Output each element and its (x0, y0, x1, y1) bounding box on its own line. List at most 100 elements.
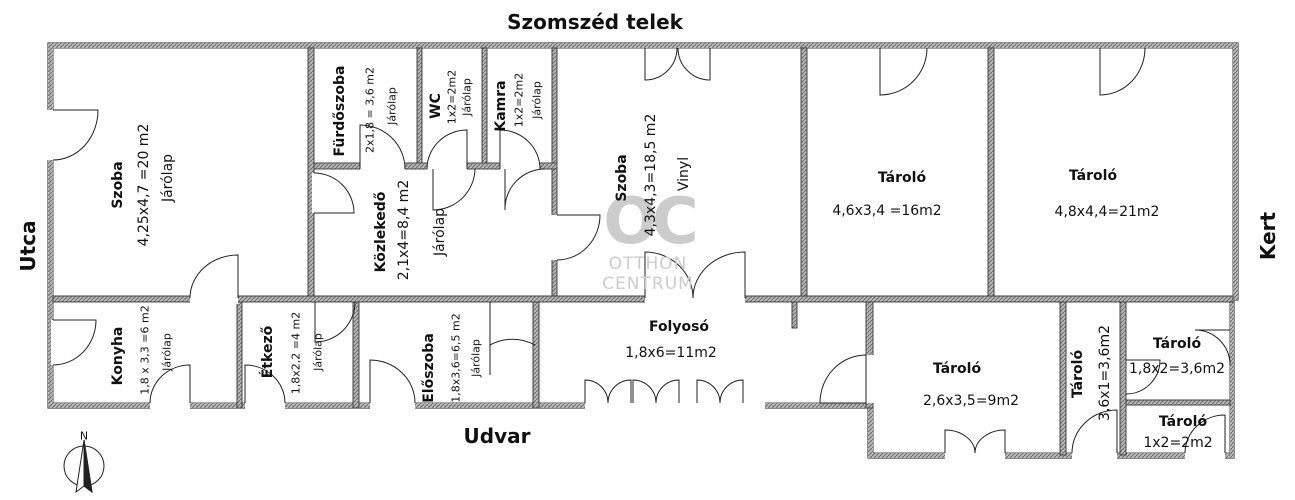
door-swing (1099, 47, 1146, 96)
room-furdo-name: Fürdőszoba (332, 65, 348, 157)
room-tarolo4-name: Tároló (1070, 349, 1086, 399)
room-kamra-dim: 1x2=2m2 (512, 72, 526, 128)
wall-wc-right (481, 47, 488, 167)
room-szoba1-mat: Járólap (160, 153, 176, 203)
room-szoba1-name: Szoba (110, 161, 126, 209)
door-swing (719, 379, 744, 404)
room-szoba2-dim: 4,3x4,3=18,5 m2 (643, 113, 659, 237)
watermark-mark: OC (603, 185, 698, 259)
room-eloszoba-name: Előszoba (421, 333, 437, 403)
door-swing (1194, 329, 1231, 366)
door-swing (1071, 409, 1118, 454)
label-left: Utca (16, 220, 40, 272)
room-tarolo4-dim: 3,6x1=3,6m2 (1097, 325, 1113, 421)
door-swing (819, 354, 867, 404)
label-bottom: Udvar (463, 424, 531, 448)
room-wc-name: WC (428, 93, 444, 119)
door-swing (432, 168, 476, 211)
watermark-line1: OTTHON (608, 254, 688, 274)
room-tarolo5-dim: 1,8x2=3,6m2 (1129, 361, 1225, 377)
door-swing (499, 129, 541, 170)
room-eloszoba-dim: 1,8x3,6=6,5 m2 (449, 313, 463, 403)
door-swing (314, 301, 356, 343)
room-etkezo-name: Étkező (260, 325, 276, 379)
wall-folyoso-mid (791, 301, 798, 329)
room-szoba2-mat: Vinyl (676, 156, 692, 192)
door-swing (655, 379, 680, 404)
watermark-logo: OC OTTHON CENTRUM (598, 185, 699, 294)
door-swing (359, 124, 406, 170)
label-top: Szomszéd telek (507, 10, 683, 34)
wall-furdo-right (416, 47, 423, 167)
room-wc-mat: Járólap (460, 78, 474, 116)
room-kamra-name: Kamra (493, 80, 509, 132)
room-tarolo6-name: Tároló (1158, 414, 1208, 430)
room-tarolo5-name: Tároló (1152, 336, 1202, 352)
wall-tarolo4-right (1119, 301, 1127, 456)
room-wc-dim: 1x2=2m2 (445, 69, 459, 125)
door-swing (644, 47, 678, 81)
door-swing (149, 364, 191, 404)
wall-eloszoba-right (532, 301, 540, 409)
room-etkezo-mat: Járólap (311, 333, 325, 371)
room-kozlekedo-dim: 2,1x4=8,4 m2 (396, 179, 412, 281)
door-swing (879, 47, 928, 96)
wall-tarolo5-bottom (1125, 399, 1231, 406)
room-kozlekedo-name: Közlekedő (373, 191, 389, 273)
room-kamra-mat: Járólap (530, 81, 544, 119)
watermark-line2: CENTRUM (602, 274, 694, 294)
room-tarolo3-name: Tároló (932, 361, 982, 377)
door-swing (1125, 359, 1161, 395)
room-kozlekedo-mat: Járólap (432, 207, 448, 257)
compass-north-label: N (79, 429, 89, 443)
room-tarolo3-dim: 2,6x3,5=9m2 (923, 393, 1019, 409)
door-swing (1184, 414, 1226, 454)
room-tarolo2-name: Tároló (1068, 168, 1118, 184)
door-swing (489, 302, 536, 346)
room-szoba1-dim: 4,25x4,7 =20 m2 (136, 123, 152, 247)
door-swing (974, 429, 1006, 454)
wall-kamra-right (551, 47, 558, 299)
room-konyha-mat: Járólap (160, 333, 174, 371)
room-tarolo1-name: Tároló (877, 170, 927, 186)
door-swing (52, 319, 97, 366)
room-furdo-dim: 2x1,8 = 3,6 m2 (363, 67, 377, 153)
door-swing (644, 251, 694, 299)
door-swing (944, 429, 976, 454)
door-swing (556, 214, 601, 261)
room-tarolo6-dim: 1x2=2m2 (1143, 435, 1213, 451)
room-konyha-dim: 1,8 x 3,3 =6 m2 (138, 305, 152, 395)
door-swing (52, 109, 99, 161)
wall-tarolo3-right (1059, 301, 1067, 456)
wall-etkezo-right (352, 301, 360, 409)
doors (47, 47, 1231, 459)
room-tarolo2-dim: 4,8x4,4=21m2 (1054, 204, 1160, 220)
door-swing (504, 168, 546, 211)
door-swing (692, 251, 746, 299)
room-furdo-mat: Járólap (385, 87, 399, 125)
door-swing (313, 172, 355, 214)
door-swing (677, 47, 711, 81)
door-swing (584, 379, 609, 404)
label-right: Kert (1256, 211, 1280, 261)
door-swing (632, 379, 657, 404)
door-swing (426, 129, 468, 170)
door-swing (244, 364, 286, 404)
room-konyha-name: Konyha (110, 326, 126, 386)
wall-konyha-right (236, 301, 243, 409)
room-eloszoba-mat: Járólap (469, 339, 483, 377)
wall-szoba2-right (800, 47, 808, 299)
door-swing (369, 359, 416, 404)
room-tarolo1-dim: 4,6x3,4 =16m2 (832, 203, 942, 219)
wall-middle-horizontal (52, 295, 1234, 303)
room-szoba2-name: Szoba (614, 154, 630, 202)
compass-icon (63, 439, 105, 494)
room-etkezo-dim: 1,8x2,2 =4 m2 (289, 311, 303, 395)
wall-tarolo1-right (987, 47, 995, 299)
room-folyoso-name: Folyosó (648, 319, 710, 335)
door-swing (696, 379, 721, 404)
door-swing (189, 254, 239, 299)
room-folyoso-dim: 1,8x6=11m2 (625, 345, 717, 361)
door-swing (607, 379, 632, 404)
